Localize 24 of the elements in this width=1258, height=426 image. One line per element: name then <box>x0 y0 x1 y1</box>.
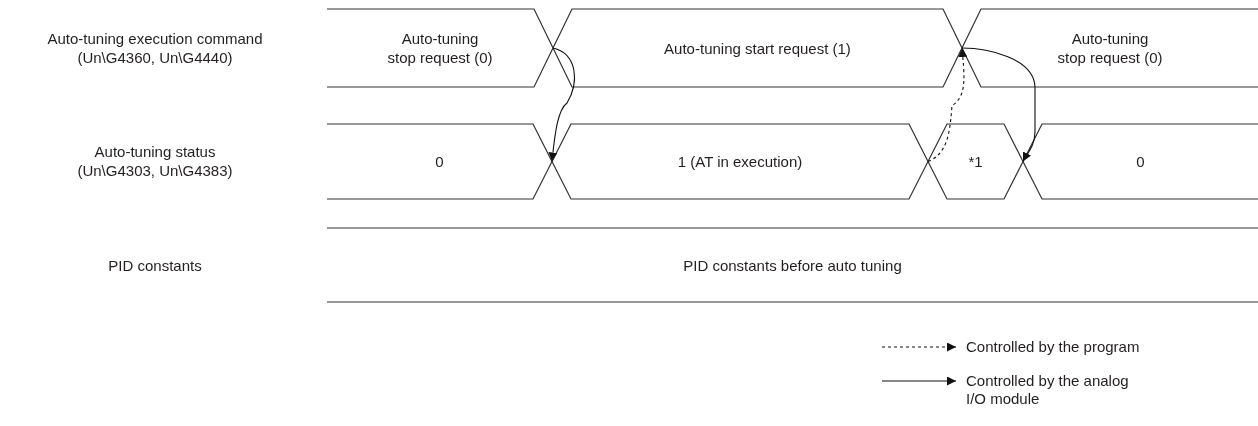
signal-segment <box>327 9 553 87</box>
signal-segment <box>962 9 1258 87</box>
segment-label: Auto-tuning stop request (0) <box>386 29 494 67</box>
segment-label: PID constants before auto tuning <box>683 255 902 275</box>
segment-label: Auto-tuning stop request (0) <box>1056 29 1164 67</box>
signal-segment <box>327 228 1258 302</box>
arrow <box>548 47 575 163</box>
signal-segment <box>553 9 962 87</box>
signal-segment <box>327 124 552 199</box>
signal-segment <box>552 124 928 199</box>
signal-segment <box>928 124 1023 199</box>
signal-name: PID constants <box>107 255 203 275</box>
segment-label: *1 <box>968 152 983 171</box>
signal-name: Auto-tuning status (Un\G4303, Un\G4383) <box>76 142 234 180</box>
signal-name: Auto-tuning execution command (Un\G4360, Un\G4440) <box>46 29 264 67</box>
segment-label: 0 <box>435 152 444 171</box>
signal-segment <box>1023 124 1258 199</box>
arrow <box>961 47 1036 163</box>
segment-label: Auto-tuning start request (1) <box>664 38 851 58</box>
legend-label: Controlled by the program <box>966 338 1141 356</box>
arrow <box>927 47 968 163</box>
segment-label: 0 <box>1136 152 1145 171</box>
segment-label: 1 (AT in execution) <box>677 152 803 171</box>
legend-label: Controlled by the analog I/O module <box>966 372 1130 408</box>
